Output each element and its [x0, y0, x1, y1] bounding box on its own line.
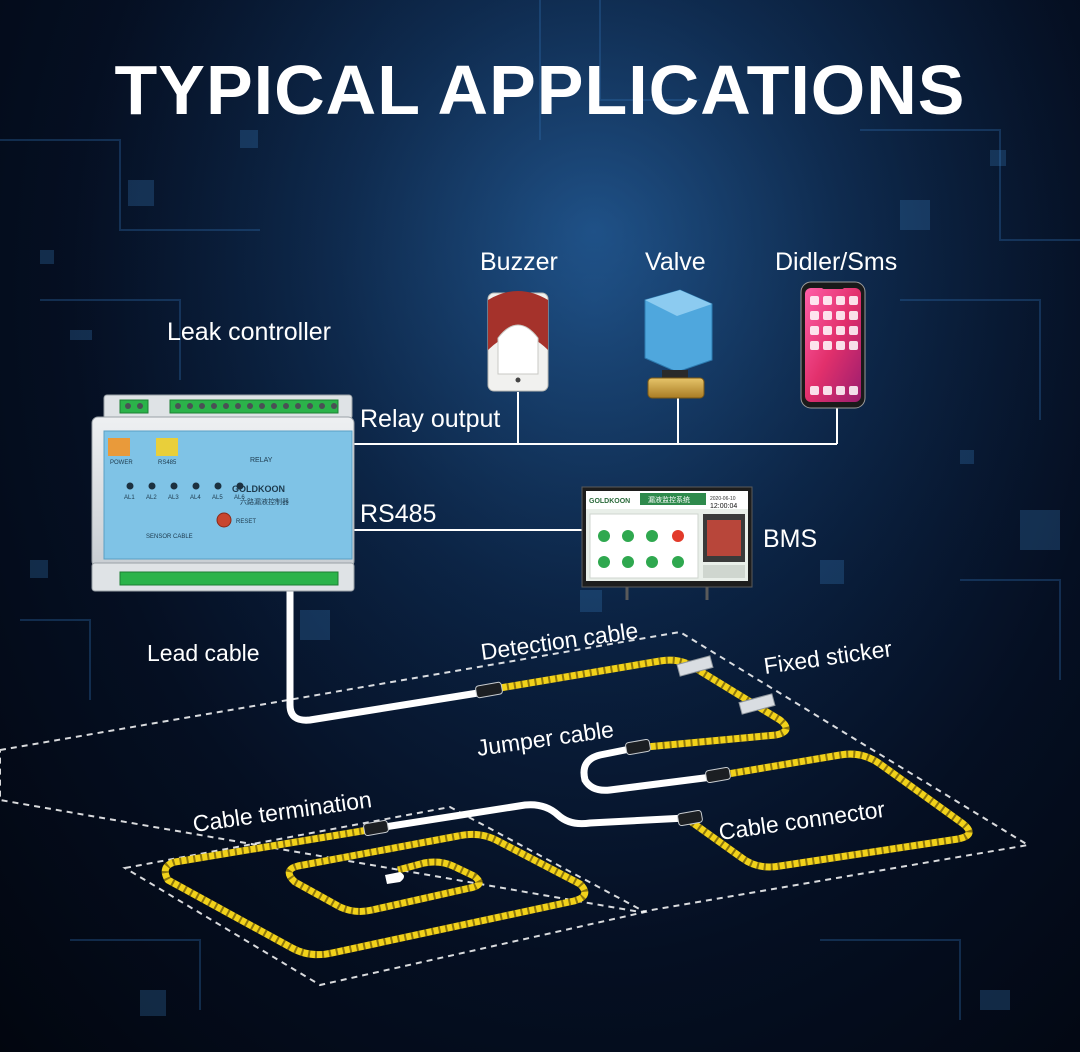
phone-device: [800, 281, 866, 409]
lead-and-jumper-cables: [286, 586, 716, 832]
indicator-label: AL5: [212, 495, 223, 501]
buzzer-device: [487, 291, 549, 392]
relay-label: RELAY: [250, 457, 273, 464]
rs485-terminal: [156, 438, 178, 456]
alarm-indicators: [126, 482, 244, 490]
indicator-label: AL6: [234, 495, 245, 501]
controller-name: 六路漏液控制器: [240, 497, 289, 506]
label-cable-termination: Cable termination: [191, 786, 373, 837]
outer-zone: [0, 630, 1031, 914]
power-terminal: [108, 438, 130, 456]
bms-date: 2020-06-10: [710, 496, 736, 502]
monitoring-zones: [0, 630, 1031, 987]
connector-termination: [363, 819, 389, 837]
sticker-2: [738, 693, 776, 715]
controller-front-panel: [103, 430, 353, 560]
bms-system-title: 漏液监控系统: [648, 495, 690, 504]
lead-cable-path: [286, 586, 482, 724]
sticker-1: [676, 655, 714, 677]
bms-time: 12:00:04: [710, 503, 737, 510]
bms-brand: GOLDKOON: [589, 498, 630, 505]
termination-lead-path: [374, 801, 690, 832]
label-bms: BMS: [763, 525, 818, 553]
reset-button: [216, 512, 232, 528]
valve-device: [644, 289, 713, 399]
jumper-cable-path: [580, 744, 716, 794]
wiring: [348, 392, 838, 531]
rs485-terminal-label: RS485: [158, 460, 177, 466]
label-leak-controller: Leak controller: [167, 318, 331, 346]
bms-zone-status-dots: [598, 530, 684, 568]
indicator-label: AL4: [190, 495, 201, 501]
leak-controller: POWER RS485 RELAY GOLDKOON 六路漏液控制器 AL1 A…: [91, 394, 355, 592]
label-detection-cable: Detection cable: [479, 617, 640, 665]
fixed-stickers: [676, 655, 776, 715]
label-cable-connector: Cable connector: [717, 796, 887, 845]
label-valve: Valve: [645, 248, 706, 276]
controller-brand: GOLDKOON: [232, 484, 285, 494]
connector-cable: [677, 809, 703, 827]
reset-label: RESET: [236, 519, 256, 525]
indicator-label: AL1: [124, 495, 135, 501]
label-lead-cable: Lead cable: [147, 640, 260, 666]
connector-jumper-a: [625, 738, 651, 756]
indicator-label: AL3: [168, 495, 179, 501]
cable-connectors: [363, 681, 731, 837]
bms-monitor: GOLDKOON 漏液监控系统 2020-06-10 12:00:04: [581, 486, 753, 600]
label-fixed-sticker: Fixed sticker: [762, 635, 894, 679]
end-terminator-icon: [385, 872, 404, 884]
indicator-label: AL2: [146, 495, 157, 501]
connector-lead: [475, 681, 503, 699]
page-title: TYPICAL APPLICATIONS: [114, 51, 966, 129]
label-dialer: Didler/Sms: [775, 248, 898, 276]
label-rs485: RS485: [360, 500, 437, 528]
label-relay-output: Relay output: [360, 405, 501, 433]
power-label: POWER: [110, 460, 133, 466]
detection-cables: [161, 656, 973, 959]
sensor-cable-label: SENSOR CABLE: [146, 534, 193, 540]
label-buzzer: Buzzer: [480, 248, 558, 276]
connector-jumper-b: [705, 766, 731, 784]
termination-zone: [122, 805, 648, 987]
